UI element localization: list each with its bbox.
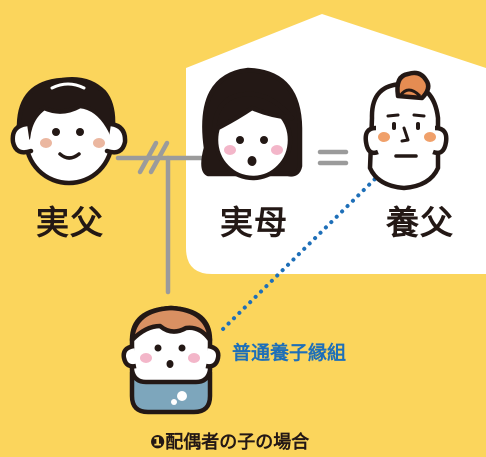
adoptive-father-label: 養父 xyxy=(386,203,454,242)
adoption-relationship-label: 普通養子縁組 xyxy=(232,342,347,364)
mother-features xyxy=(224,136,283,166)
adoptive-father-face-icon xyxy=(363,70,449,191)
case-caption: ❶配偶者の子の場合 xyxy=(150,432,310,453)
father-features xyxy=(40,128,105,160)
child-features xyxy=(140,344,200,405)
family-lines xyxy=(115,140,349,295)
divorce-slash-1 xyxy=(137,140,159,175)
divorce-slash-2 xyxy=(148,140,170,175)
child-face-icon xyxy=(121,305,221,415)
father-face-icon xyxy=(10,77,128,186)
biological-mother-label: 実母 xyxy=(220,203,288,242)
adoption-line xyxy=(216,172,382,336)
adoptive-father-features xyxy=(378,113,436,158)
biological-father-label: 実父 xyxy=(36,203,104,242)
